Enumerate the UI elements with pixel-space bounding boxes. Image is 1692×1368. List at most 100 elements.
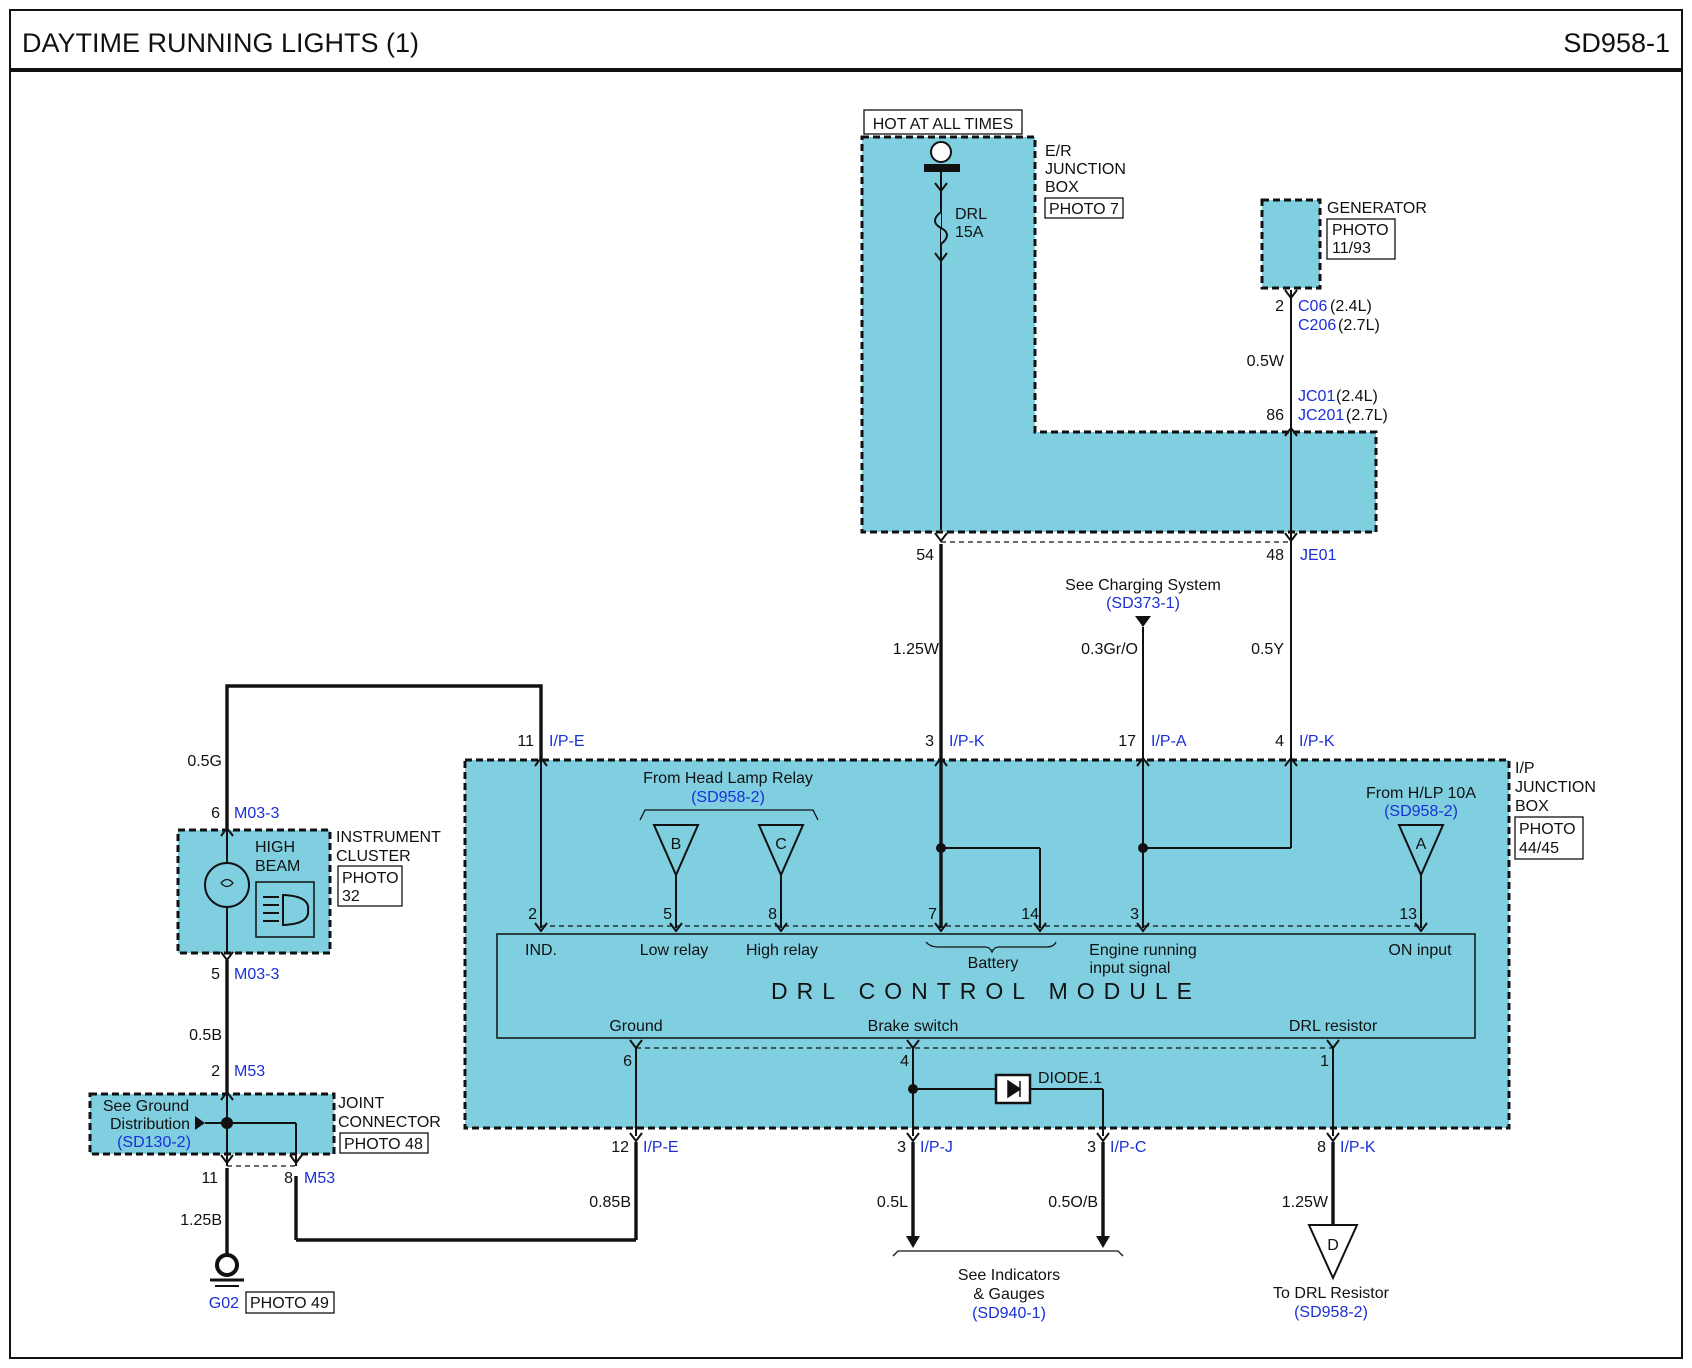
generator-box: [1260, 198, 1322, 290]
cluster-conn-bot: M03-3: [234, 966, 279, 983]
diagram-code: SD958-1: [1563, 28, 1670, 58]
fuse-rating: 15A: [955, 224, 984, 241]
ip-top-conn-4: I/P-K: [1299, 733, 1335, 750]
battery-terminal-icon: [930, 141, 952, 163]
ip-bottom-conn-4: I/P-K: [1340, 1139, 1376, 1156]
generator-conn-2-note: (2.7L): [1338, 317, 1380, 334]
hot-at-all-times-label: HOT AT ALL TIMES: [873, 116, 1014, 133]
ip-box-name-2: JUNCTION: [1515, 779, 1596, 796]
cluster-photo-2: 32: [342, 888, 360, 905]
cluster-photo-box: [337, 865, 403, 907]
hlp-text: From H/LP 10A: [1366, 785, 1476, 802]
module-engine-label-1: Engine running: [1089, 942, 1197, 959]
ip-bottom-pin-1: 12: [611, 1139, 629, 1156]
ip-top-pin-4: 4: [1275, 733, 1284, 750]
ip-bottom-conn-1: I/P-E: [643, 1139, 679, 1156]
ground-see-1: See Ground: [103, 1098, 189, 1115]
indicators-text-1: See Indicators: [958, 1267, 1060, 1284]
module-pin-13: 13: [1399, 906, 1417, 923]
ip-box-photo-box: [1514, 816, 1584, 860]
joint-pin-top: 2: [211, 1063, 220, 1080]
joint-photo: PHOTO 48: [344, 1136, 423, 1153]
wire-1-25w-label: 1.25W: [893, 641, 940, 658]
module-ground-label: Ground: [609, 1018, 662, 1035]
generator-conn-1-note: (2.4L): [1330, 298, 1372, 315]
ip-top-conn-2: I/P-K: [949, 733, 985, 750]
ground-see-2: Distribution: [110, 1116, 190, 1133]
ip-bottom-pin-3: 3: [1087, 1139, 1096, 1156]
relay-c-letter: C: [775, 836, 787, 853]
head-lamp-text: From Head Lamp Relay: [643, 770, 813, 787]
resistor-text: To DRL Resistor: [1273, 1285, 1390, 1302]
ground-ref-arrow-icon: [195, 1116, 205, 1130]
je-pin-left: 54: [916, 547, 934, 564]
charging-ref: (SD373-1): [1106, 595, 1180, 612]
ground-conn: G02: [209, 1295, 239, 1312]
generator-conn-1: C06: [1298, 298, 1327, 315]
ip-top-conn-3: I/P-A: [1151, 733, 1187, 750]
cluster-name-2: CLUSTER: [336, 848, 411, 865]
diagram-title: DAYTIME RUNNING LIGHTS (1): [22, 28, 419, 58]
ip-box-photo-1: PHOTO: [1519, 821, 1576, 838]
joint-name-2: CONNECTOR: [338, 1114, 441, 1131]
er-box-photo-box: [1044, 197, 1124, 219]
joint-name-1: JOINT: [338, 1095, 384, 1112]
module-pin-4: 4: [900, 1053, 909, 1070]
joint-conn-top: M53: [234, 1063, 265, 1080]
module-battery-label: Battery: [968, 955, 1019, 972]
wire-0-5g-label: 0.5G: [187, 753, 222, 770]
page-frame: [9, 9, 1683, 1359]
arrow-down-icon: [1096, 1236, 1110, 1248]
er-junction-box: [860, 135, 1378, 534]
arrow-down-icon: [906, 1236, 920, 1248]
er-box-photo: PHOTO 7: [1049, 201, 1119, 218]
relay-b-letter: B: [671, 836, 682, 853]
module-pin-3: 3: [1130, 906, 1139, 923]
module-resistor-label: DRL resistor: [1289, 1018, 1378, 1035]
power-bus-icon: [924, 164, 960, 172]
wire-0-5ob-label: 0.5O/B: [1048, 1194, 1098, 1211]
high-beam-label-1: HIGH: [255, 839, 295, 856]
fuse-icon: [934, 211, 948, 245]
generator-wire-label: 0.5W: [1247, 353, 1285, 370]
resistor-d-letter: D: [1327, 1237, 1339, 1254]
high-beam-label-2: BEAM: [255, 858, 300, 875]
drl-control-module: [496, 933, 1476, 1039]
ip-top-pin-1: 11: [517, 733, 534, 750]
hlp-ref: (SD958-2): [1384, 803, 1458, 820]
cluster-conn-top: M03-3: [234, 805, 279, 822]
ground-see-ref: (SD130-2): [117, 1134, 191, 1151]
module-high-relay-label: High relay: [746, 942, 818, 959]
ip-bottom-pin-4: 8: [1317, 1139, 1326, 1156]
ip-box-name-3: BOX: [1515, 798, 1549, 815]
ip-bottom-conn-2: I/P-J: [920, 1139, 953, 1156]
fuse-name: DRL: [955, 206, 987, 223]
cluster-pin-top: 6: [211, 805, 220, 822]
module-on-input-label: ON input: [1388, 942, 1452, 959]
er-box-name-3: BOX: [1045, 179, 1079, 196]
module-ind-label: IND.: [525, 942, 557, 959]
generator-name: GENERATOR: [1327, 200, 1427, 217]
je-pin-right: 48: [1266, 547, 1284, 564]
generator-pin: 2: [1275, 298, 1284, 315]
wire-0-85b-label: 0.85B: [589, 1194, 631, 1211]
relay-b-icon: [652, 824, 700, 878]
indicators-text-2: & Gauges: [973, 1286, 1044, 1303]
generator-photo-1: PHOTO: [1332, 222, 1389, 239]
ip-bottom-pin-2: 3: [897, 1139, 906, 1156]
module-pin-5: 5: [663, 906, 672, 923]
joint-conn-b: M53: [304, 1170, 335, 1187]
ground-photo: PHOTO 49: [250, 1295, 329, 1312]
module-pin-8: 8: [768, 906, 777, 923]
jc-conn-1-note: (2.4L): [1336, 388, 1378, 405]
joint-photo-box: [339, 1132, 429, 1154]
joint-pin-b: 8: [284, 1170, 293, 1187]
module-name: DRL CONTROL MODULE: [771, 978, 1201, 1004]
je-conn: JE01: [1300, 547, 1337, 564]
module-pin-14: 14: [1021, 906, 1039, 923]
generator-photo-2: 11/93: [1332, 240, 1371, 257]
hlp-a-icon: [1397, 824, 1445, 878]
hlp-a-letter: A: [1416, 836, 1427, 853]
ip-top-conn-1: I/P-E: [549, 733, 585, 750]
